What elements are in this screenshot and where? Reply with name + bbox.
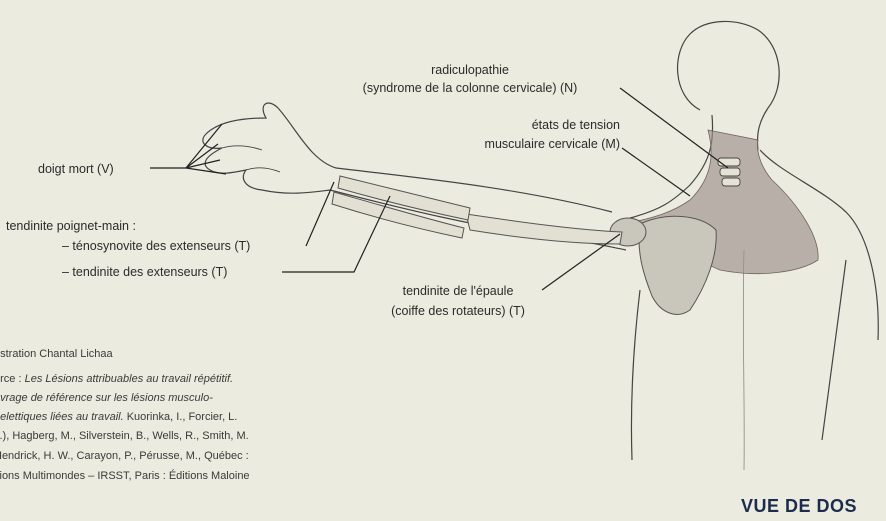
label-radiculopathie: radiculopathie xyxy=(314,62,626,78)
shoulder-bones xyxy=(610,216,716,314)
label-doigt-mort: doigt mort (V) xyxy=(38,161,114,177)
credit-source-line-4: ir.), Hagberg, M., Silverstein, B., Well… xyxy=(0,428,249,445)
label-musculaire-cervicale: musculaire cervicale (M) xyxy=(400,136,620,152)
credit-source-line-3: uelettiques liées au travail. Kuorinka, … xyxy=(0,409,237,426)
credit-illustration: ustration Chantal Lichaa xyxy=(0,346,113,363)
label-tendinite-epaule: tendinite de l'épaule xyxy=(360,283,556,299)
credit-source-title-2: uvrage de référence sur les lésions musc… xyxy=(0,392,213,404)
label-tendinite-extenseurs: – tendinite des extenseurs (T) xyxy=(62,264,227,280)
label-syndrome-cervical: (syndrome de la colonne cervicale) (N) xyxy=(314,80,626,96)
credit-source-title-3: uelettiques liées au travail. xyxy=(0,411,124,423)
label-tendinite-poignet-main: tendinite poignet-main : xyxy=(6,218,136,234)
credit-source-authors-1: Kuorinka, I., Forcier, L. xyxy=(124,411,238,423)
credit-source-prefix: urce : xyxy=(0,373,25,385)
credit-source-line-6: itions Multimondes – IRSST, Paris : Édit… xyxy=(0,468,250,485)
credit-source-line-1: urce : Les Lésions attribuables au trava… xyxy=(0,371,233,388)
credit-source-line-2: uvrage de référence sur les lésions musc… xyxy=(0,390,213,407)
label-etats-tension: états de tension xyxy=(420,117,620,133)
view-title: VUE DE DOS xyxy=(741,496,857,517)
label-coiffe-rotateurs: (coiffe des rotateurs) (T) xyxy=(360,303,556,319)
credit-source-line-5: Hendrick, H. W., Carayon, P., Pérusse, M… xyxy=(0,448,249,465)
label-tenosynovite: – ténosynovite des extenseurs (T) xyxy=(62,238,250,254)
credit-source-title-1: Les Lésions attribuables au travail répé… xyxy=(25,373,234,385)
